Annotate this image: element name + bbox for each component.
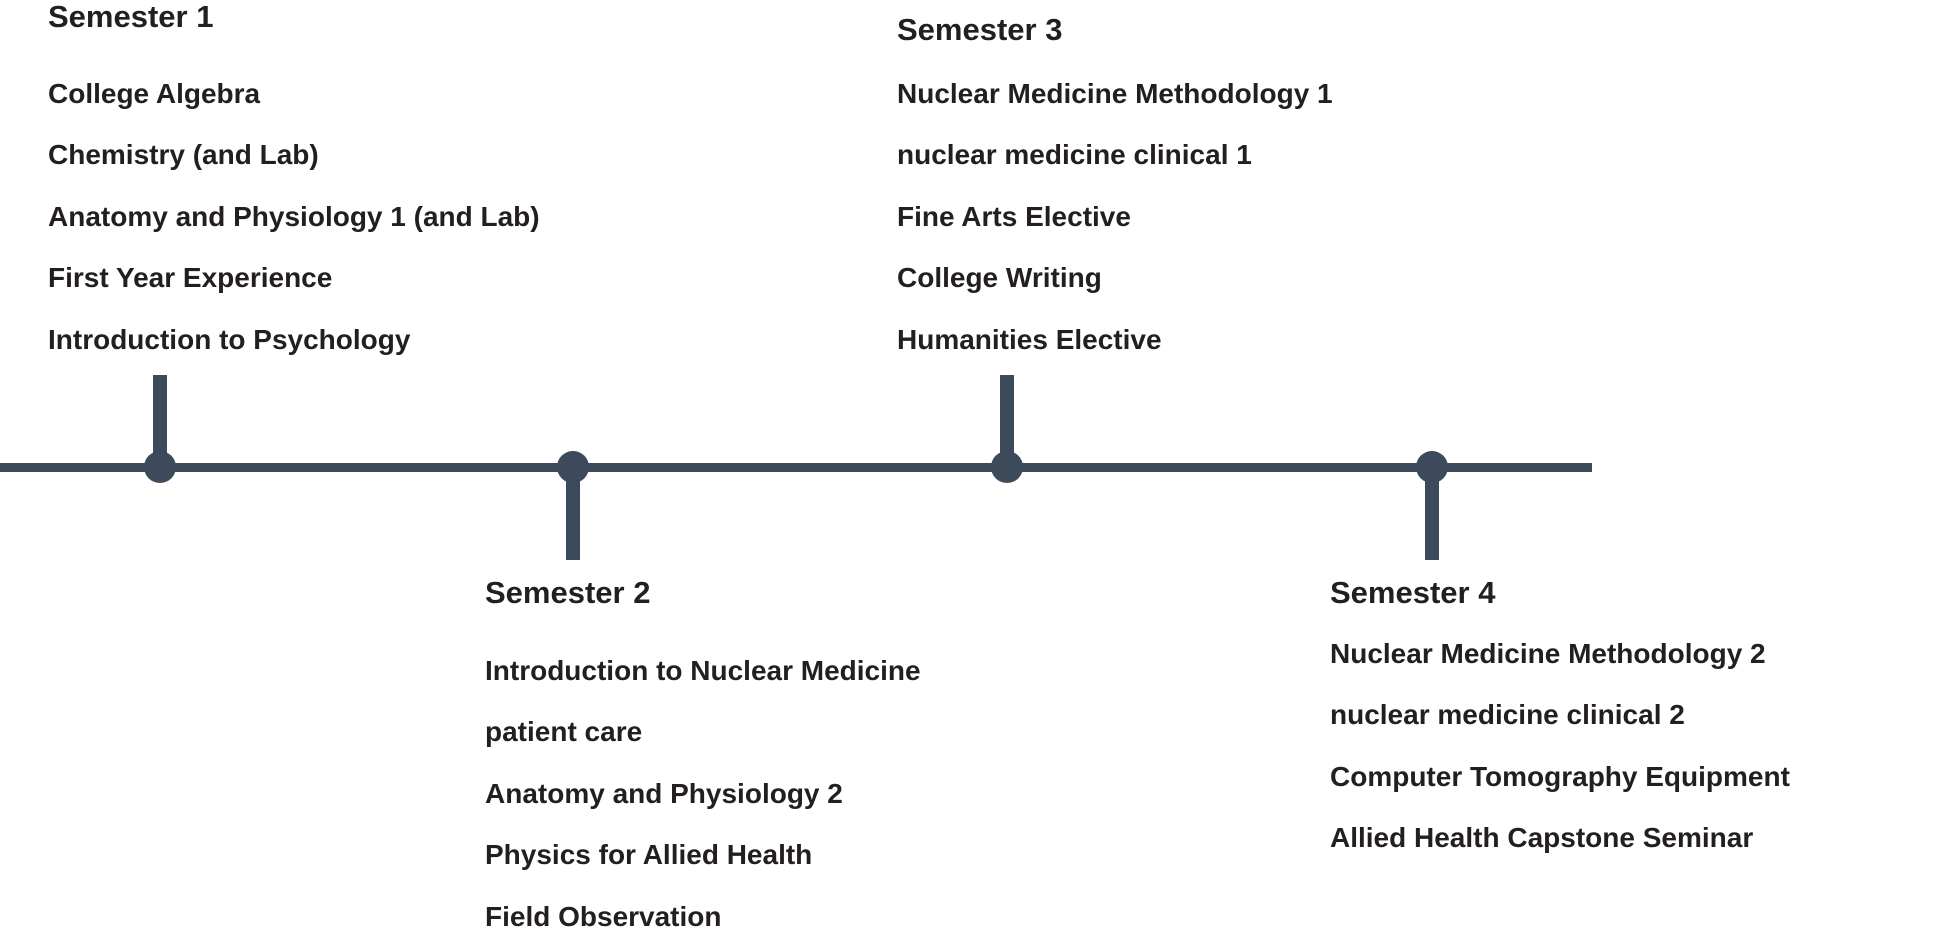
course-item: Field Observation: [485, 900, 722, 932]
course-item: Physics for Allied Health: [485, 839, 813, 871]
course-item: College Algebra: [48, 77, 261, 109]
semester-heading-1: Semester 1: [48, 0, 214, 34]
course-item: Introduction to Psychology: [48, 323, 411, 355]
timeline-node-semester-2: [557, 451, 589, 483]
course-item: Nuclear Medicine Methodology 2: [1330, 637, 1766, 669]
course-item: Humanities Elective: [897, 323, 1162, 355]
semester-heading-4: Semester 4: [1330, 575, 1496, 610]
semester-heading-3: Semester 3: [897, 12, 1063, 47]
course-list-semester-2: Introduction to Nuclear Medicine patient …: [485, 640, 921, 948]
course-list-semester-3: Nuclear Medicine Methodology 1 nuclear me…: [897, 63, 1333, 371]
course-item: nuclear medicine clinical 1: [897, 139, 1252, 171]
timeline-axis: [0, 463, 1592, 472]
course-item: College Writing: [897, 262, 1102, 294]
node-stem-semester-3: [1000, 375, 1014, 469]
timeline-node-semester-3: [991, 451, 1023, 483]
course-item: Introduction to Nuclear Medicine: [485, 654, 921, 686]
course-list-semester-4: Nuclear Medicine Methodology 2 nuclear me…: [1330, 623, 1790, 869]
node-stem-semester-1: [153, 375, 167, 469]
timeline-node-semester-4: [1416, 451, 1448, 483]
course-item: Anatomy and Physiology 1 (and Lab): [48, 200, 540, 232]
course-item: Anatomy and Physiology 2: [485, 777, 843, 809]
semester-heading-2: Semester 2: [485, 575, 651, 610]
timeline-node-semester-1: [144, 451, 176, 483]
course-item: Chemistry (and Lab): [48, 139, 319, 171]
course-item: Allied Health Capstone Seminar: [1330, 822, 1754, 854]
course-item: Fine Arts Elective: [897, 200, 1131, 232]
course-item: nuclear medicine clinical 2: [1330, 699, 1685, 731]
course-item: Nuclear Medicine Methodology 1: [897, 77, 1333, 109]
node-stem-semester-2: [566, 467, 580, 560]
course-item: Computer Tomography Equipment: [1330, 760, 1790, 792]
course-item: First Year Experience: [48, 262, 333, 294]
node-stem-semester-4: [1425, 467, 1439, 560]
course-item: patient care: [485, 716, 643, 748]
